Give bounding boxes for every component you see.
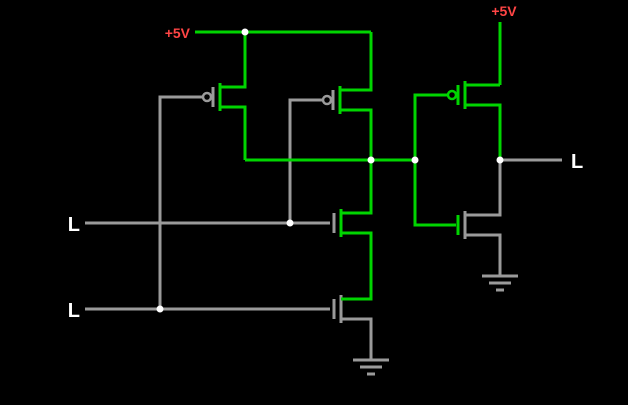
drain-lead: [220, 105, 247, 160]
gate-bubble-icon: [201, 91, 213, 103]
input-a-label[interactable]: L: [68, 214, 80, 236]
output-label[interactable]: L: [571, 151, 583, 173]
junction-dot: [411, 156, 419, 164]
ground-a-icon[interactable]: [353, 358, 389, 376]
nmos-b-transistor[interactable]: [332, 266, 373, 360]
gate-bubble-icon: [321, 94, 333, 106]
pmos-a-gate-wire[interactable]: [158, 95, 203, 309]
inverter-nmos-transistor[interactable]: [456, 160, 502, 276]
ground-b-icon[interactable]: [482, 274, 518, 292]
supply-label-right[interactable]: +5V: [491, 3, 517, 19]
input-b-label[interactable]: L: [68, 300, 80, 322]
pmos-b-transistor[interactable]: [321, 32, 373, 160]
junction-dot: [286, 219, 294, 227]
junction-dot: [156, 305, 164, 313]
drain-lead: [465, 160, 502, 217]
junction-dot: [496, 156, 504, 164]
inverter-input-wire[interactable]: [413, 93, 456, 227]
drain-lead: [340, 108, 373, 160]
pmos-a-transistor[interactable]: [201, 32, 247, 160]
junction-dot: [241, 28, 249, 36]
drain-lead: [341, 266, 373, 301]
nmos-a-transistor[interactable]: [332, 160, 373, 266]
junction-dot: [367, 156, 375, 164]
inverter-pmos-transistor[interactable]: [446, 81, 502, 160]
source-lead: [341, 231, 373, 266]
pmos-b-gate-wire[interactable]: [288, 98, 323, 223]
source-lead: [340, 32, 373, 92]
drain-lead: [465, 103, 502, 160]
gate-bubble-icon: [446, 89, 458, 101]
source-lead: [465, 233, 502, 276]
drain-lead: [341, 160, 373, 215]
supply-label-left[interactable]: +5V: [165, 25, 191, 41]
source-lead: [220, 32, 247, 89]
source-lead: [341, 317, 373, 360]
